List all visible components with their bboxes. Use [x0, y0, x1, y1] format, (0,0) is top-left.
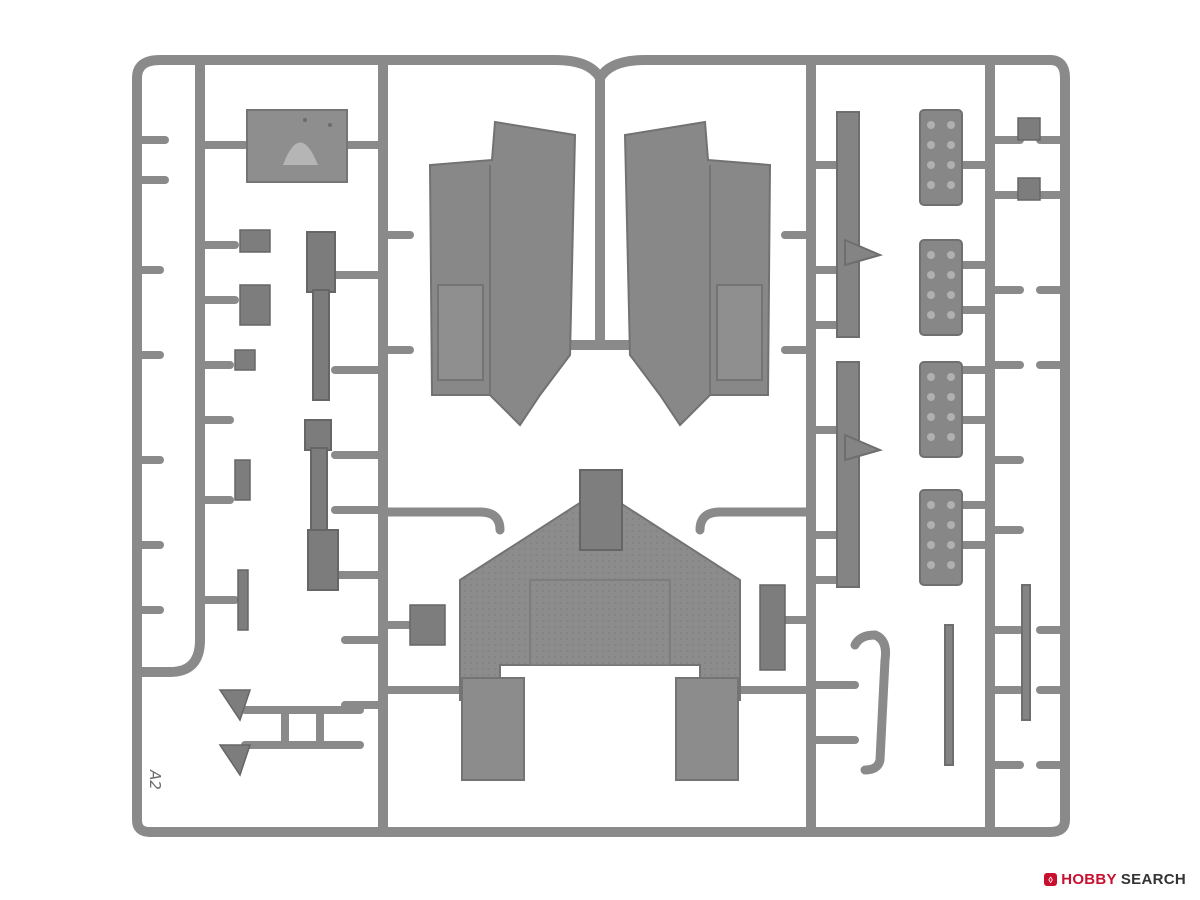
part-small-fittings [218, 117, 1041, 777]
part-rails [836, 111, 1031, 766]
part-barrels [304, 231, 339, 591]
sprue-frame [132, 55, 1070, 837]
part-perforation-holes [927, 121, 955, 569]
watermark-suffix: SEARCH [1120, 871, 1186, 888]
sprue-code-label: A2 [146, 769, 164, 790]
watermark-brand: HOBBY [1061, 871, 1117, 888]
part-side-panel-right [623, 120, 772, 427]
hobby-search-logo-icon: ◊ [1044, 873, 1058, 886]
watermark: ◊ HOBBY SEARCH [1044, 871, 1186, 888]
part-floor-plate [459, 469, 741, 781]
curved-runners [380, 507, 890, 775]
part-perforated-strips [919, 109, 963, 586]
part-top-plate [246, 109, 348, 183]
sprue-gates [136, 136, 1066, 769]
part-side-panel-left [428, 120, 577, 427]
